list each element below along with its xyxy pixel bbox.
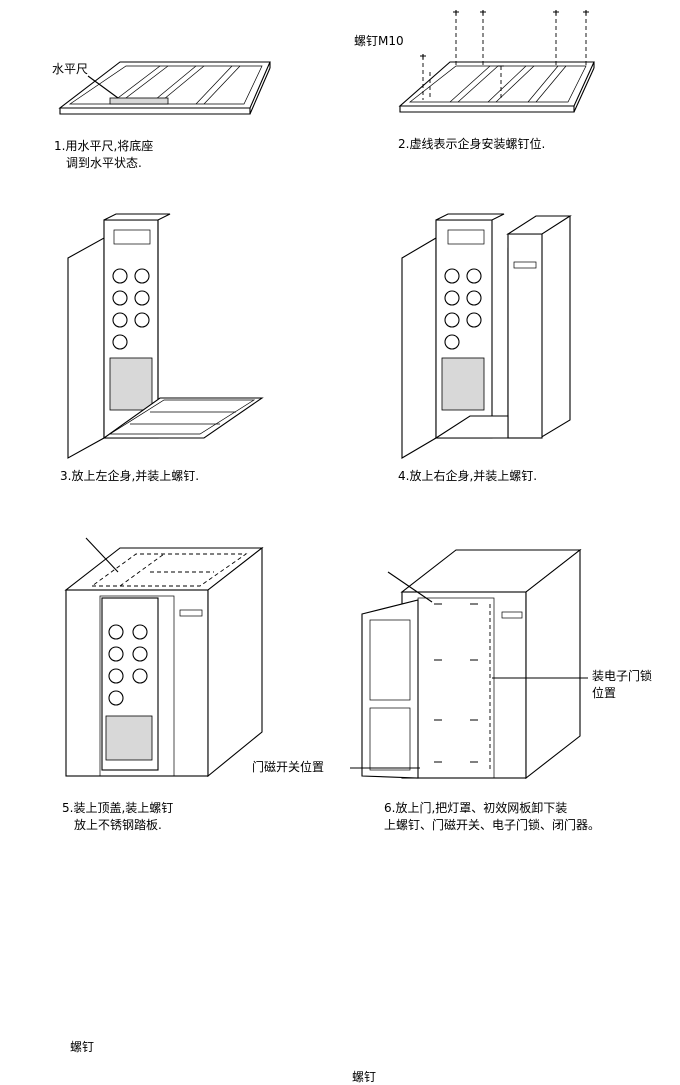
caption-line: 调到水平状态. xyxy=(66,156,142,170)
right-panel-illustration xyxy=(401,213,572,459)
screw-positions-illustration xyxy=(398,10,595,113)
step-6-caption: 6.放上门,把灯罩、初效网板卸下装 上螺钉、门磁开关、电子门锁、闭门器。 xyxy=(384,800,600,834)
screw-label: 螺钉 xyxy=(70,1040,95,1054)
caption-line: 3.放上左企身,并装上螺钉. xyxy=(60,469,200,483)
caption-line: 1.用水平尺,将底座 xyxy=(54,139,154,153)
screw-label: 螺钉 xyxy=(352,1070,377,1084)
left-panel-illustration xyxy=(67,213,264,459)
screw-m10-label: 螺钉M10 xyxy=(354,34,404,48)
step-4-caption: 4.放上右企身,并装上螺钉. xyxy=(398,468,537,485)
top-cover-illustration xyxy=(64,537,264,778)
caption-line: 5.装上顶盖,装上螺钉 xyxy=(62,801,174,815)
lock-label-line: 装电子门锁 xyxy=(592,669,653,683)
step-2: 螺钉M10 2.虚线表示企身安装螺钉位. xyxy=(340,0,680,190)
screw-heads xyxy=(420,10,589,67)
electronic-lock-label: 装电子门锁 位置 xyxy=(592,668,652,702)
screw-marks xyxy=(434,603,478,763)
step-5: 螺钉 5.装上顶盖,装上螺钉 放上不锈钢踏板. xyxy=(0,510,340,1054)
caption-line: 2.虚线表示企身安装螺钉位. xyxy=(398,137,546,151)
door-install-illustration xyxy=(350,548,588,780)
level-tool-label: 水平尺 xyxy=(52,62,89,76)
step-5-caption: 5.装上顶盖,装上螺钉 放上不锈钢踏板. xyxy=(62,800,173,834)
caption-line: 放上不锈钢踏板. xyxy=(74,818,162,832)
step-3: 3.放上左企身,并装上螺钉. xyxy=(0,190,340,510)
lock-label-line: 位置 xyxy=(592,686,617,700)
step-3-caption: 3.放上左企身,并装上螺钉. xyxy=(60,468,199,485)
caption-line: 4.放上右企身,并装上螺钉. xyxy=(398,469,538,483)
door-magnet-label: 门磁开关位置 xyxy=(252,760,325,774)
step-6: 螺钉 装电子门锁 位置 门磁开关位置 6.放上门,把灯罩、初效网板卸下装 上螺钉… xyxy=(252,510,680,1084)
step-1: 水平尺 1.用水平尺,将底座 调到水平状态. xyxy=(0,0,340,190)
step-4: 4.放上右企身,并装上螺钉. xyxy=(340,190,680,510)
step-1-caption: 1.用水平尺,将底座 调到水平状态. xyxy=(54,138,153,172)
step-2-caption: 2.虚线表示企身安装螺钉位. xyxy=(398,136,545,153)
caption-line: 6.放上门,把灯罩、初效网板卸下装 xyxy=(384,801,568,815)
caption-line: 上螺钉、门磁开关、电子门锁、闭门器。 xyxy=(384,818,601,832)
base-leveling-illustration xyxy=(58,61,271,115)
